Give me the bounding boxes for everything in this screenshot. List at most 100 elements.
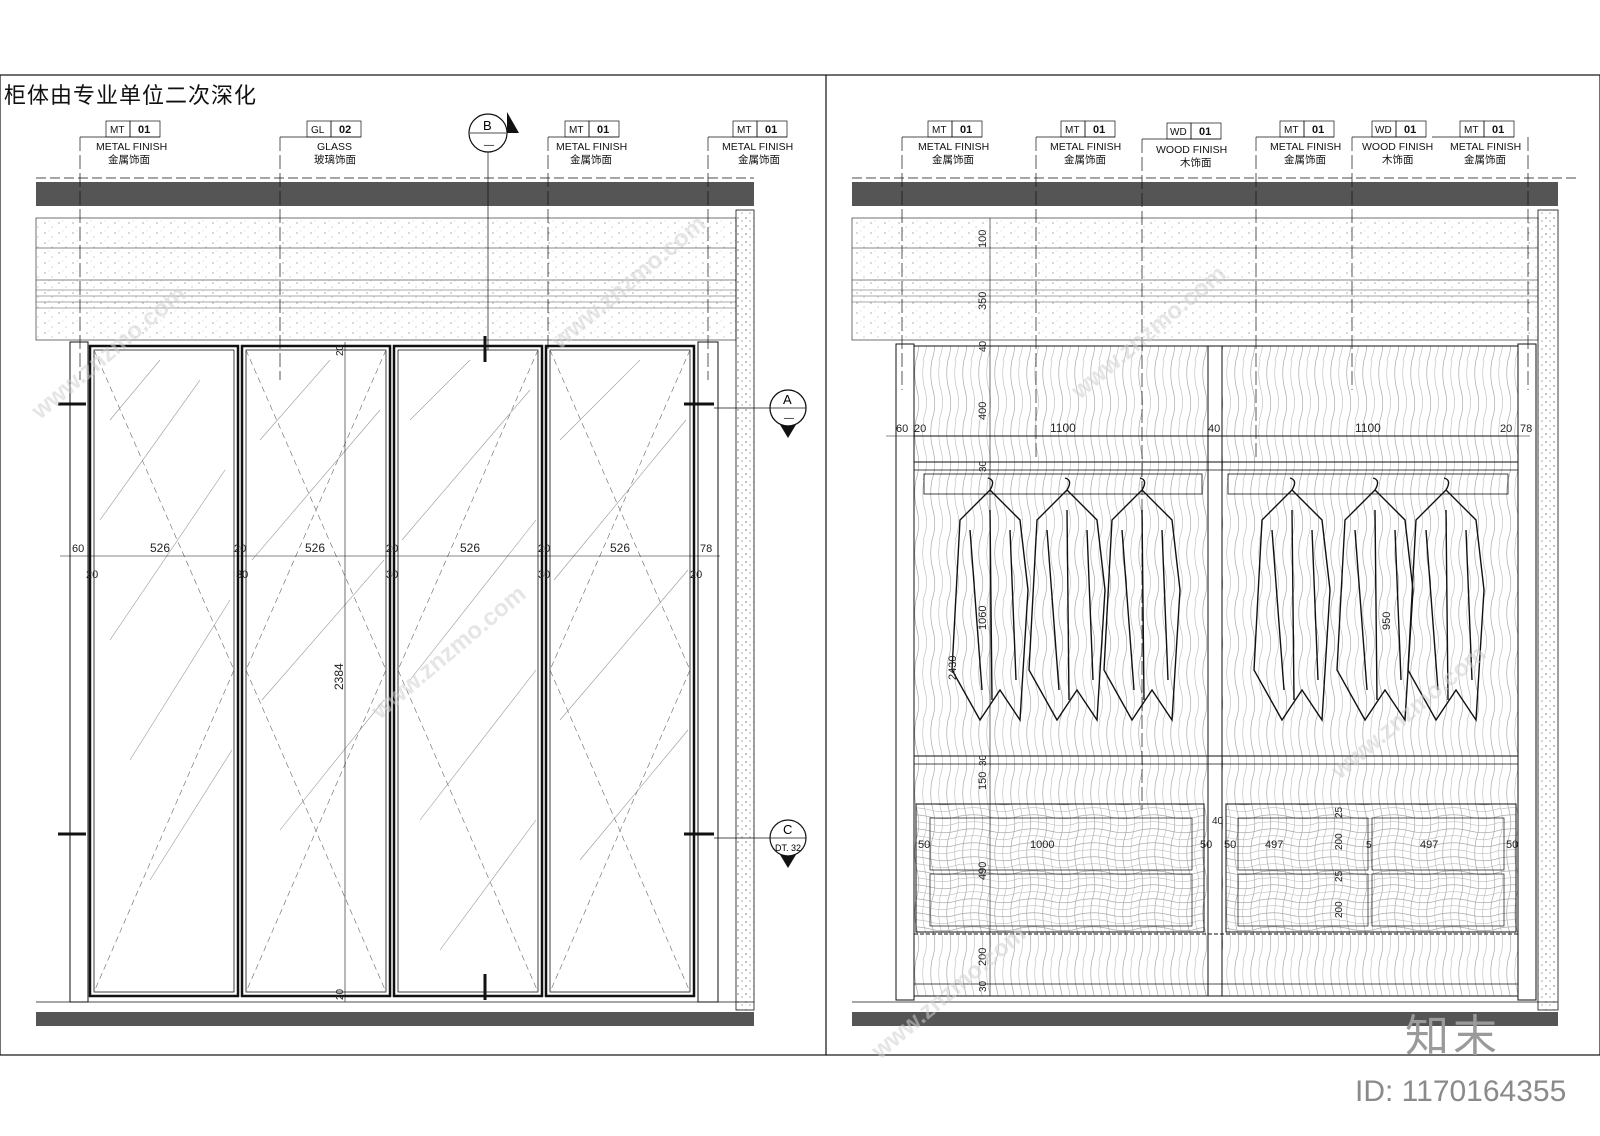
dim-panel-1: 526	[150, 541, 170, 555]
svg-text:01: 01	[1312, 124, 1324, 136]
svg-text:01: 01	[1492, 124, 1504, 136]
garment-4	[1253, 477, 1331, 723]
svg-text:02: 02	[339, 124, 351, 136]
dim-v490: 490	[977, 862, 989, 880]
dim-v25-b: 25	[1334, 870, 1345, 882]
section-mark-c: C DT. 32	[714, 819, 807, 868]
svg-text:GLASS: GLASS	[317, 141, 352, 153]
svg-text:GL: GL	[311, 125, 325, 136]
dim-gap-5: 20	[690, 569, 702, 581]
svg-text:MT: MT	[1284, 125, 1298, 136]
dim-hang-right: 950	[1381, 612, 1393, 630]
garment-5	[1336, 477, 1414, 723]
dim-v200: 200	[977, 948, 989, 966]
svg-text:DT. 32: DT. 32	[775, 843, 801, 853]
dim-r-side-left: 60	[896, 423, 908, 435]
svg-text:WD: WD	[1375, 125, 1392, 136]
dim-gap-3: 20	[386, 543, 398, 555]
dim-v200-c: 200	[1334, 901, 1345, 918]
left-material-tags: MT 01 METAL FINISH 金属饰面 GL 02 GLASS 玻璃饰面	[79, 120, 793, 380]
dim-drawer-right-b: 497	[1420, 839, 1438, 851]
dim-r-gap-right: 20	[1500, 423, 1512, 435]
dim-panel-2: 526	[305, 541, 325, 555]
section-mark-a: A —	[714, 389, 807, 438]
svg-text:WOOD FINISH: WOOD FINISH	[1156, 144, 1227, 156]
glass-door-2	[240, 344, 392, 998]
right-elevation: 1100 1100 60 20 40 20 78 100 350 40 400 …	[851, 120, 1580, 1026]
dim-drawer-left: 1000	[1030, 839, 1054, 851]
glass-door-1	[88, 344, 240, 998]
dim-v25-a: 25	[1334, 806, 1345, 818]
glass-door-4	[544, 344, 696, 998]
dim-left-side: 60	[72, 543, 84, 555]
dim-r-side-right: 78	[1520, 423, 1532, 435]
dim-r-mid: 40	[1208, 423, 1220, 435]
glass-door-3	[392, 344, 544, 998]
svg-text:—: —	[484, 140, 494, 151]
svg-text:METAL FINISH: METAL FINISH	[96, 141, 167, 153]
dim-panel-4: 526	[610, 541, 630, 555]
drawing-note: 柜体由专业单位二次深化	[4, 84, 258, 109]
dim-v50-d: 50	[1506, 839, 1518, 851]
svg-text:金属饰面: 金属饰面	[1064, 153, 1106, 166]
dim-gap-b-3: 30	[538, 569, 550, 581]
dim-v150: 150	[977, 772, 989, 790]
svg-text:金属饰面: 金属饰面	[1284, 153, 1326, 166]
dim-v30-b: 30	[978, 754, 989, 766]
svg-text:01: 01	[1093, 124, 1105, 136]
section-mark-b: B —	[468, 112, 519, 350]
dim-gap-4: 20	[538, 543, 550, 555]
garment-2	[1028, 477, 1106, 723]
svg-text:—: —	[784, 413, 794, 424]
dim-hang-left: 1060	[977, 606, 989, 630]
tag-mt-01-b: MT 01 METAL FINISH 金属饰面	[547, 120, 627, 350]
dim-v40: 40	[978, 340, 989, 352]
dim-total-h: 2430	[947, 656, 959, 680]
svg-text:01: 01	[960, 124, 972, 136]
svg-text:METAL FINISH: METAL FINISH	[918, 141, 989, 153]
svg-text:METAL FINISH: METAL FINISH	[1450, 141, 1521, 153]
svg-text:木饰面: 木饰面	[1382, 153, 1414, 166]
right-material-tags: MT 01 METAL FINISH 金属饰面 MT 01 METAL FINI…	[901, 120, 1529, 810]
dim-v30-a: 30	[978, 460, 989, 472]
dim-v5: 5	[1366, 840, 1372, 851]
tag-mt-01-a: MT 01 METAL FINISH 金属饰面	[79, 120, 167, 380]
watermark-brand: 知末	[1405, 1011, 1501, 1062]
svg-text:01: 01	[597, 124, 609, 136]
dim-bay-left: 1100	[1050, 421, 1076, 435]
tag-r-mt-01-d: MT 01 METAL FINISH 金属饰面	[1432, 120, 1529, 390]
dim-gap-b-1: 30	[236, 569, 248, 581]
svg-text:METAL FINISH: METAL FINISH	[1050, 141, 1121, 153]
tag-r-wd-01-a: WD 01 WOOD FINISH 木饰面	[1141, 122, 1227, 810]
svg-text:木饰面: 木饰面	[1180, 156, 1212, 169]
tag-r-mt-01-c: MT 01 METAL FINISH 金属饰面	[1255, 120, 1341, 460]
dim-bay-right: 1100	[1355, 421, 1381, 435]
tag-r-mt-01-a: MT 01 METAL FINISH 金属饰面	[901, 120, 989, 390]
hanging-clothes	[951, 477, 1485, 723]
svg-text:METAL FINISH: METAL FINISH	[722, 141, 793, 153]
svg-text:金属饰面: 金属饰面	[738, 153, 780, 166]
svg-text:金属饰面: 金属饰面	[570, 153, 612, 166]
svg-text:玻璃饰面: 玻璃饰面	[314, 153, 356, 166]
dim-v400: 400	[977, 402, 989, 420]
svg-text:METAL FINISH: METAL FINISH	[556, 141, 627, 153]
svg-text:MT: MT	[1065, 125, 1079, 136]
dim-right-side: 78	[700, 543, 712, 555]
dim-gap-1: 20	[86, 569, 98, 581]
svg-text:01: 01	[1404, 124, 1416, 136]
dim-r-gap-left: 20	[914, 423, 926, 435]
svg-text:MT: MT	[932, 125, 946, 136]
svg-text:METAL FINISH: METAL FINISH	[1270, 141, 1341, 153]
svg-text:金属饰面: 金属饰面	[1464, 153, 1506, 166]
left-elevation: 526 526 526 526 60 78 20 20 20 20 20 30 …	[35, 112, 807, 1026]
svg-text:B: B	[483, 118, 492, 133]
dim-v100: 100	[977, 230, 989, 248]
garment-1	[951, 477, 1029, 723]
svg-text:A: A	[783, 392, 792, 407]
svg-text:MT: MT	[110, 125, 124, 136]
dim-drawer-right-a: 497	[1265, 839, 1283, 851]
svg-text:01: 01	[765, 124, 777, 136]
dim-v50-a: 50	[918, 839, 930, 851]
